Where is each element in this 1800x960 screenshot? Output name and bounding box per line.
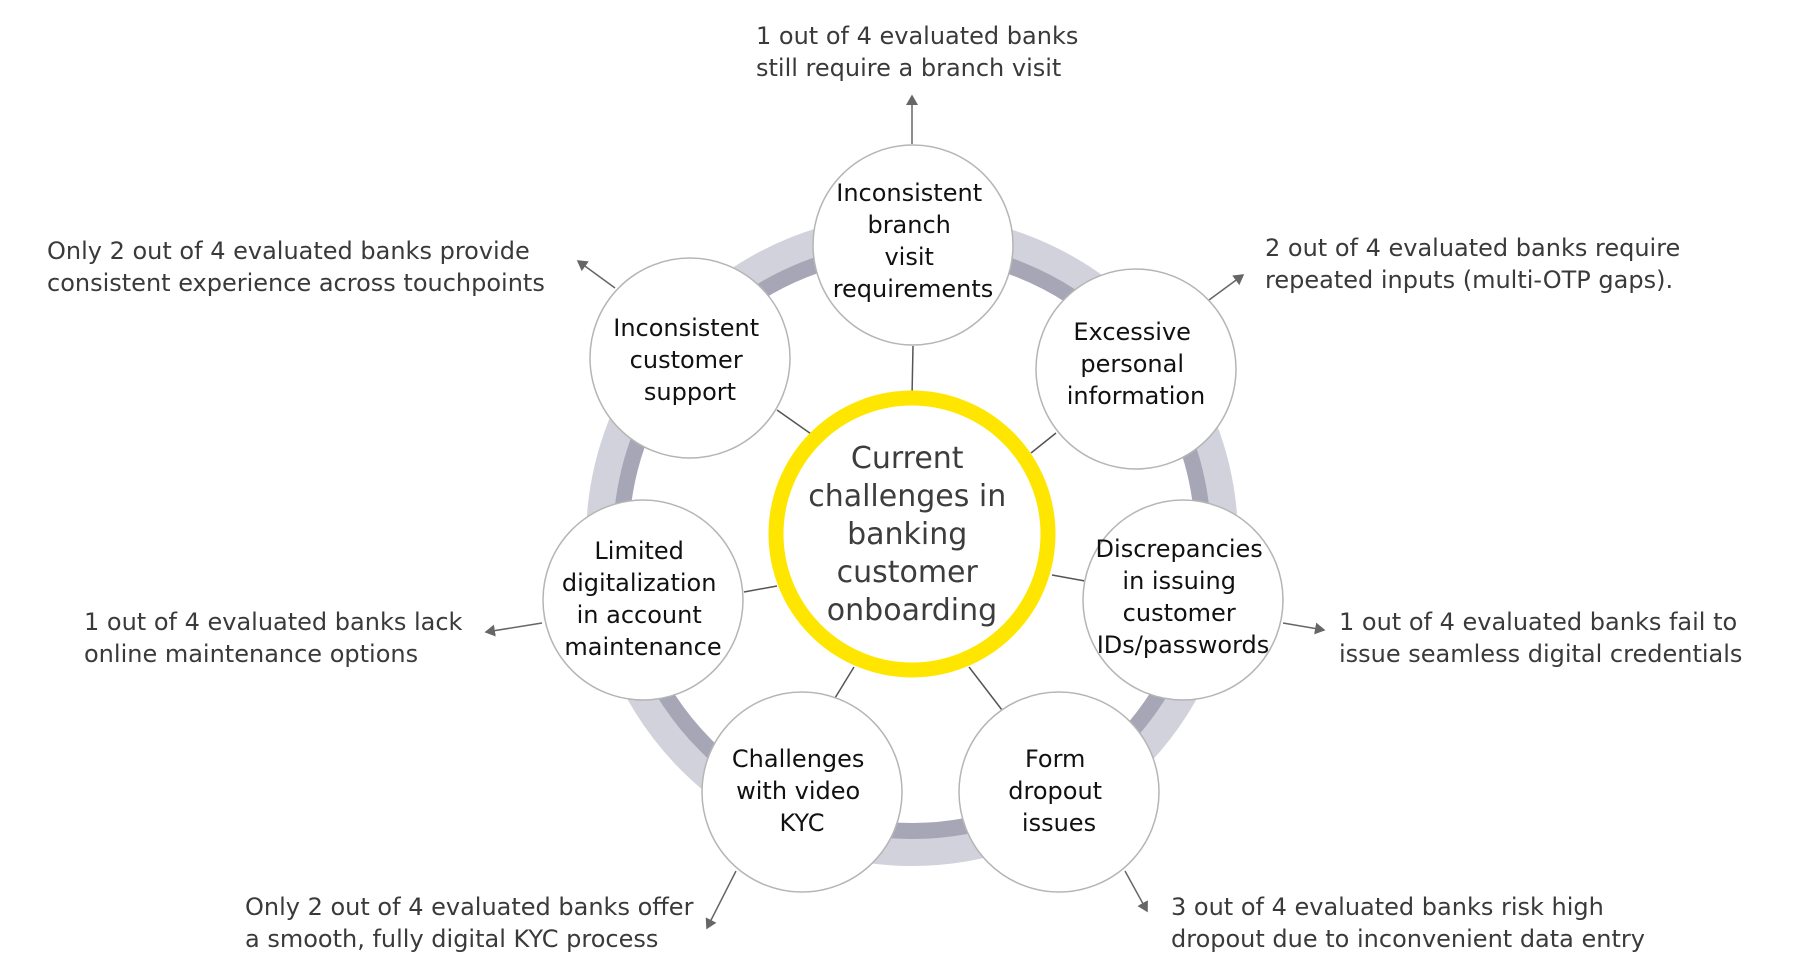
challenge-label: Limited digitalization in account mainte… — [562, 537, 724, 661]
challenge-label: Challenges with video KYC — [732, 745, 872, 837]
arrow-icon — [1124, 870, 1148, 913]
note-account-maintenance: 1 out of 4 evaluated banks lack online m… — [84, 608, 470, 668]
challenge-label: Inconsistent customer support — [613, 314, 767, 406]
center-node: Current challenges in banking customer o… — [768, 390, 1056, 678]
arrows — [484, 94, 1326, 930]
challenge-personal-information: Excessive personal information — [1035, 268, 1237, 470]
connector-line — [968, 666, 1003, 711]
note-video-kyc: Only 2 out of 4 evaluated banks offer a … — [245, 893, 701, 953]
arrow-icon — [1282, 622, 1326, 635]
arrow-icon — [576, 260, 616, 289]
connector-line — [776, 409, 815, 437]
challenge-form-dropout: Form dropout issues — [958, 691, 1160, 893]
connectors — [743, 345, 1086, 711]
challenge-customer-support: Inconsistent customer support — [589, 257, 791, 459]
note-personal-information: 2 out of 4 evaluated banks require repea… — [1265, 234, 1688, 294]
connector-line — [1051, 574, 1086, 582]
note-form-dropout: 3 out of 4 evaluated banks risk high dro… — [1171, 893, 1645, 953]
center-title: Current challenges in banking customer o… — [808, 441, 1016, 628]
connector-line — [743, 585, 778, 593]
challenge-account-maintenance: Limited digitalization in account mainte… — [542, 499, 744, 701]
challenge-label: Form dropout issues — [1008, 745, 1109, 837]
connector-line — [834, 666, 855, 699]
arrow-icon — [484, 622, 543, 637]
arrow-icon — [705, 870, 737, 930]
challenge-label: Excessive personal information — [1067, 318, 1206, 410]
note-ids-passwords: 1 out of 4 evaluated banks fail to issue… — [1339, 608, 1745, 668]
center-circle — [768, 390, 1056, 678]
note-customer-support: Only 2 out of 4 evaluated banks provide … — [47, 237, 545, 297]
challenge-branch-visit: Inconsistent branch visit requirements — [812, 144, 1014, 346]
connector-line — [1030, 432, 1057, 454]
arrow-icon — [1208, 274, 1245, 301]
connector-line — [911, 345, 914, 398]
challenge-label: Discrepancies in issuing customer IDs/pa… — [1096, 535, 1271, 659]
challenge-ids-passwords: Discrepancies in issuing customer IDs/pa… — [1082, 499, 1284, 701]
challenge-video-kyc: Challenges with video KYC — [701, 691, 903, 893]
note-branch-visit: 1 out of 4 evaluated banks still require… — [756, 22, 1086, 82]
challenge-label: Inconsistent branch visit requirements — [833, 179, 994, 303]
